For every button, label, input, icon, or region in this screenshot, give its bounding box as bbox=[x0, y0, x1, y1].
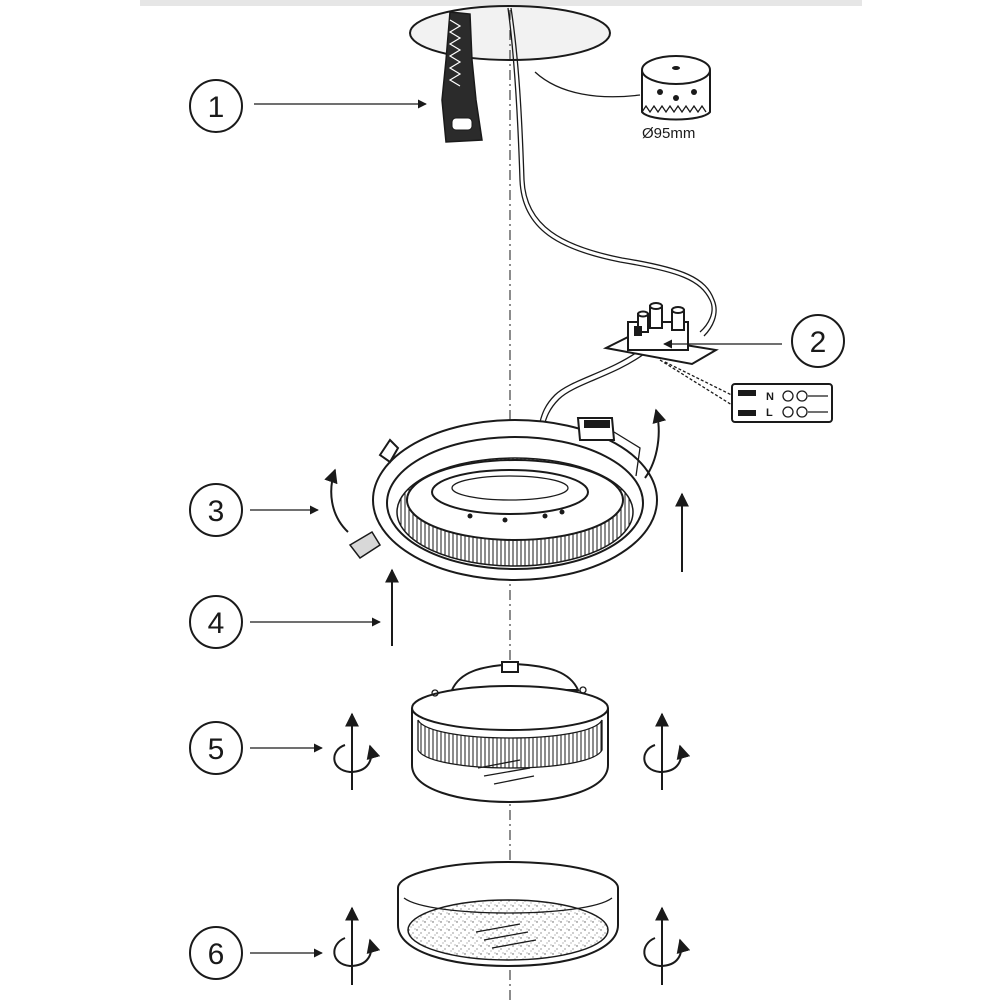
cable-tie bbox=[441, 11, 483, 143]
terminal-inset bbox=[731, 383, 833, 423]
svg-text:3: 3 bbox=[208, 495, 225, 528]
twist-arrow-6-left bbox=[333, 906, 381, 985]
led-lamp bbox=[411, 661, 609, 804]
twist-arrow-5-left bbox=[333, 712, 381, 790]
rotate-arrow-left bbox=[324, 468, 349, 533]
top-band bbox=[140, 0, 862, 6]
twist-arrow-6-right bbox=[643, 906, 691, 985]
step-callout-6: 6 bbox=[189, 926, 323, 980]
svg-text:1: 1 bbox=[208, 91, 225, 124]
svg-text:2: 2 bbox=[810, 326, 827, 359]
terminal-live: L bbox=[766, 407, 773, 419]
step-callout-3: 3 bbox=[189, 483, 319, 537]
hole-saw-icon bbox=[534, 55, 711, 121]
svg-text:5: 5 bbox=[208, 733, 225, 766]
step-callout-1: 1 bbox=[189, 79, 427, 133]
step-callout-5: 5 bbox=[189, 721, 323, 775]
rotate-arrow-right bbox=[644, 408, 667, 479]
step-callout-4: 4 bbox=[189, 595, 381, 649]
lamp-cable bbox=[539, 349, 641, 423]
diffuser-cover bbox=[397, 861, 619, 968]
step-callout-2: 2 bbox=[663, 314, 845, 368]
hole-saw-diameter: Ø95mm bbox=[642, 125, 695, 142]
terminal-neutral: N bbox=[766, 391, 774, 403]
svg-text:6: 6 bbox=[208, 938, 225, 971]
terminal-block bbox=[602, 302, 719, 366]
twist-arrow-5-right bbox=[643, 712, 691, 790]
mains-cable bbox=[507, 7, 713, 333]
mounting-ring bbox=[348, 417, 658, 581]
svg-text:4: 4 bbox=[208, 607, 225, 640]
